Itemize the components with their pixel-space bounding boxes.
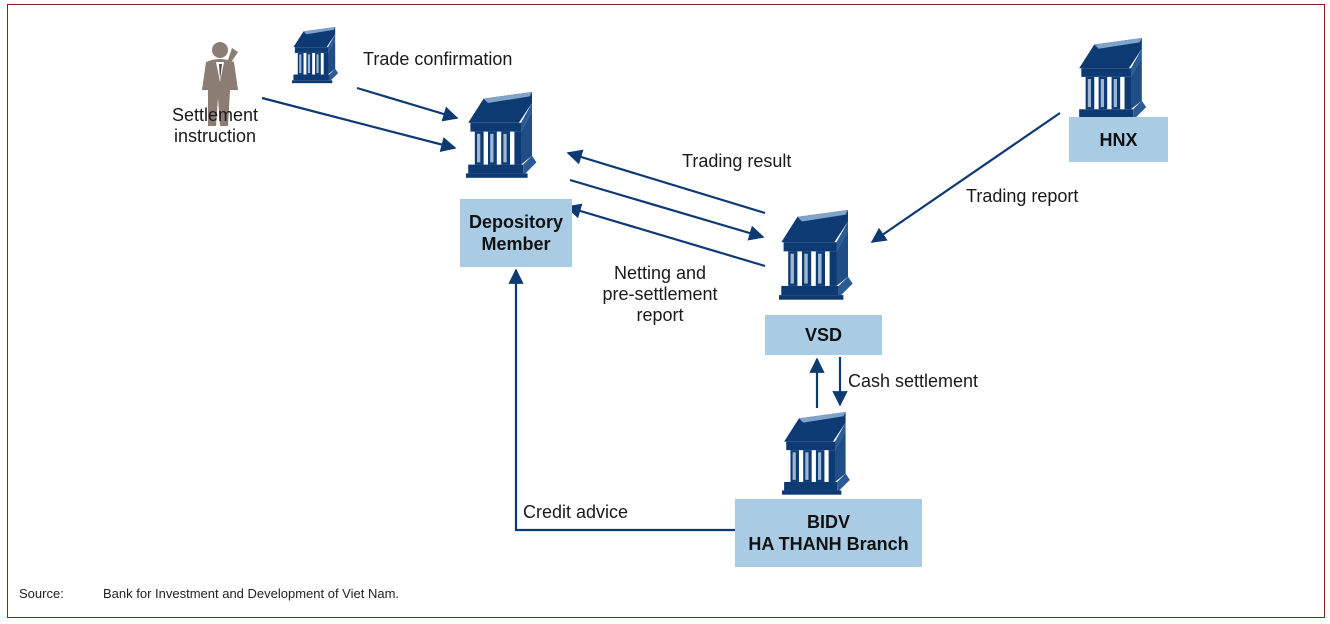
settlement-instruction-label: Settlement instruction	[155, 105, 275, 147]
trading-result-arrow	[566, 149, 766, 215]
bidv-line1: BIDV	[806, 512, 850, 532]
netting-report-label: Netting and pre-settlement report	[585, 263, 735, 326]
bidv-node: BIDV HA THANH Branch	[735, 499, 922, 567]
bank-building-icon	[782, 412, 850, 495]
bidv-line2: HA THANH Branch	[748, 534, 909, 554]
hnx-label: HNX	[1099, 129, 1138, 150]
depository-member-line1: Depository	[468, 212, 564, 232]
trading-result-label: Trading result	[682, 151, 792, 171]
cash-settlement-label: Cash settlement	[848, 371, 979, 391]
bank-building-icon	[779, 210, 853, 300]
depository-member-node: Depository Member	[460, 199, 572, 267]
bank-building-icon	[292, 27, 339, 84]
bank-building-icon	[466, 92, 537, 178]
trading-report-label: Trading report	[966, 186, 1079, 206]
settlement-instruction-line2: instruction	[173, 126, 257, 146]
netting-report-line2: pre-settlement	[602, 284, 718, 304]
member-to-vsd-arrow	[569, 178, 765, 241]
trading-report-arrow	[870, 112, 1061, 243]
netting-report-line3: report	[636, 305, 684, 325]
hnx-node: HNX	[1069, 117, 1168, 162]
vsd-label: VSD	[804, 325, 842, 345]
credit-advice-arrow	[508, 268, 735, 532]
settlement-instruction-line1: Settlement	[171, 105, 259, 125]
credit-advice-label: Credit advice	[523, 502, 629, 522]
source-prefix: Source:	[19, 586, 64, 601]
businessman-on-phone-icon	[202, 42, 238, 126]
netting-report-line1: Netting and	[613, 263, 707, 283]
bank-building-icon	[1077, 38, 1147, 123]
settlement-instruction-arrow	[261, 96, 457, 152]
netting-report-arrow	[565, 203, 766, 268]
vsd-node: VSD	[765, 315, 882, 355]
source-text: Bank for Investment and Development of V…	[103, 586, 400, 601]
trade-confirmation-label: Trade confirmation	[363, 49, 513, 69]
trade-confirmation-arrow	[356, 86, 459, 122]
figure-frame	[7, 4, 1325, 618]
depository-member-line2: Member	[481, 234, 551, 254]
